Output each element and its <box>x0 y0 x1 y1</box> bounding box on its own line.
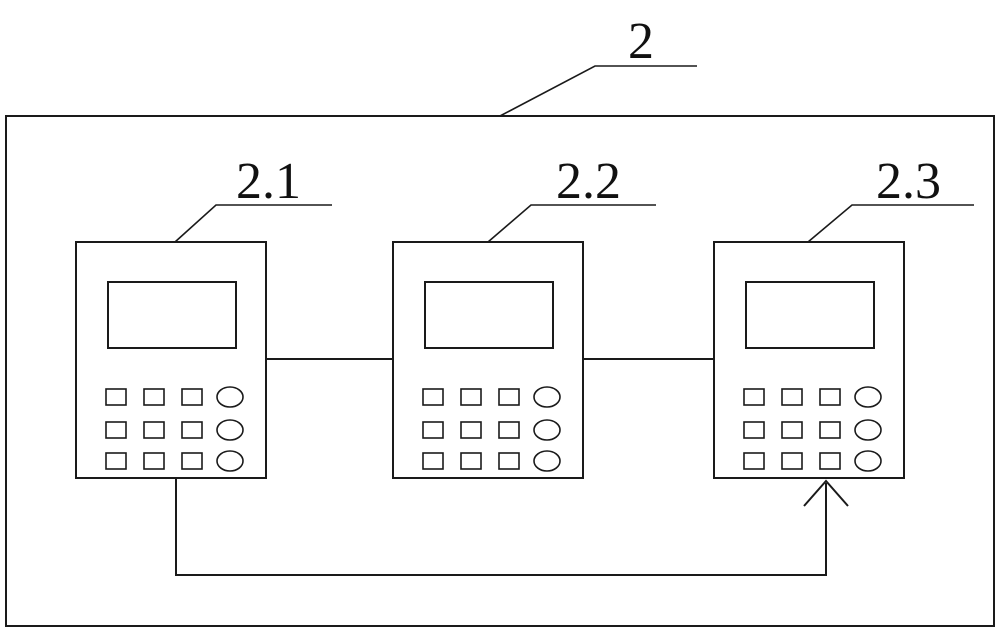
round-key <box>216 419 244 441</box>
square-key <box>181 452 203 470</box>
square-key <box>498 452 520 470</box>
square-key <box>422 452 444 470</box>
device-2-3 <box>713 241 905 479</box>
square-key <box>181 388 203 406</box>
device-2-2 <box>392 241 584 479</box>
device-3-leader-line <box>807 204 974 243</box>
square-key <box>743 452 765 470</box>
device-body <box>75 241 267 479</box>
square-key <box>781 452 803 470</box>
arrowhead-icon <box>803 479 849 507</box>
square-key <box>819 452 841 470</box>
square-key <box>498 388 520 406</box>
square-key <box>781 388 803 406</box>
system-label: 2 <box>628 13 654 70</box>
square-key <box>819 421 841 439</box>
square-key <box>143 421 165 439</box>
round-key <box>216 450 244 472</box>
device-display-screen <box>107 281 237 349</box>
system-enclosure <box>5 115 995 627</box>
square-key <box>460 388 482 406</box>
square-key <box>143 452 165 470</box>
device-1-leader-line <box>174 204 332 243</box>
round-key <box>216 386 244 408</box>
round-key <box>533 450 561 472</box>
device-2-label: 2.2 <box>556 153 621 210</box>
device-3-label: 2.3 <box>876 153 941 210</box>
square-key <box>781 421 803 439</box>
square-key <box>460 421 482 439</box>
square-key <box>743 388 765 406</box>
round-key <box>533 419 561 441</box>
round-key <box>854 386 882 408</box>
device-body <box>713 241 905 479</box>
square-key <box>181 421 203 439</box>
square-key <box>105 388 127 406</box>
round-key <box>533 386 561 408</box>
loop-connection-device-1-to-3 <box>175 478 827 576</box>
square-key <box>422 388 444 406</box>
system-leader-line <box>499 65 697 117</box>
square-key <box>819 388 841 406</box>
square-key <box>743 421 765 439</box>
square-key <box>422 421 444 439</box>
square-key <box>143 388 165 406</box>
device-2-leader-line <box>487 204 656 243</box>
device-display-screen <box>745 281 875 349</box>
device-body <box>392 241 584 479</box>
square-key <box>105 421 127 439</box>
device-1-label: 2.1 <box>236 153 301 210</box>
square-key <box>498 421 520 439</box>
square-key <box>105 452 127 470</box>
device-display-screen <box>424 281 554 349</box>
round-key <box>854 450 882 472</box>
device-2-1 <box>75 241 267 479</box>
square-key <box>460 452 482 470</box>
round-key <box>854 419 882 441</box>
